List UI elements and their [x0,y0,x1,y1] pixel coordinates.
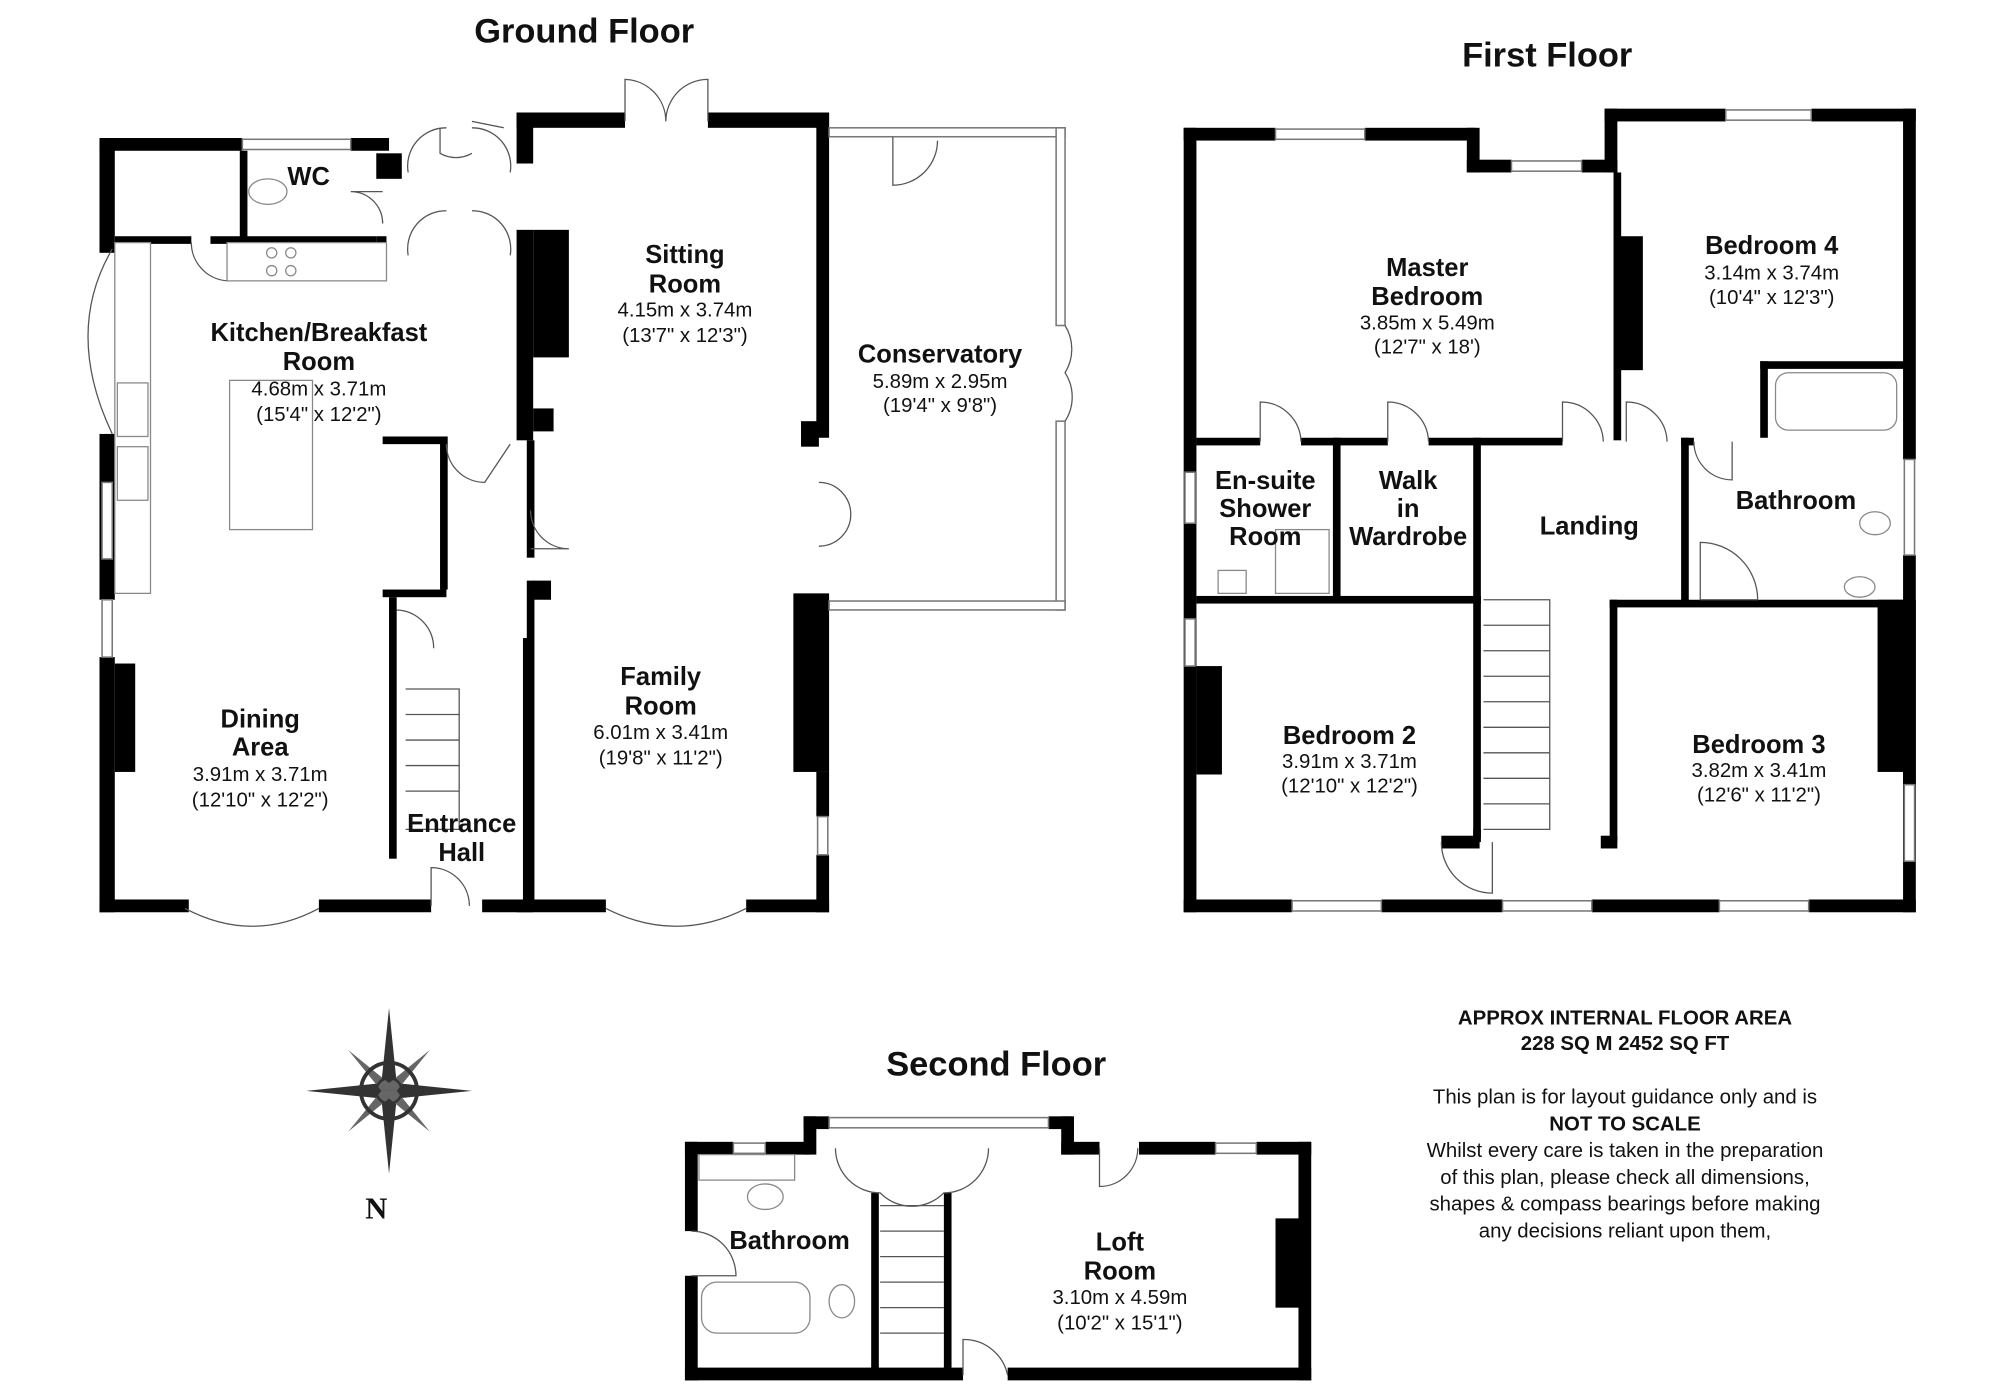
room-label-sitting: Sitting [645,241,724,269]
room-imperial-bedroom3: (12'6" x 11'2") [1697,784,1821,806]
room-label-dining: Dining [221,705,300,733]
room-label-entrance: Entrance [407,810,516,838]
room-label-wc: WC [287,163,329,191]
room-label-ensuite: En-suite [1215,467,1316,495]
room-metric-family: 6.01m x 3.41m [593,722,728,744]
compass-rose-icon [306,1007,472,1174]
disclaimer-line-1: This plan is for layout guidance only an… [1433,1087,1817,1109]
room-imperial-conservatory: (19'4" x 9'8") [883,395,997,417]
room-imperial-sitting: (13'7" x 12'3") [622,325,747,347]
room-label-landing: Landing [1540,513,1639,541]
room-imperial-dining: (12'10" x 12'2") [192,789,329,811]
ground-floor-walls [99,112,830,913]
room-imperial-bedroom4: (10'4" x 12'3") [1709,287,1834,309]
second-floor-walls [684,1116,1312,1381]
room-metric-loft: 3.10m x 4.59m [1052,1287,1187,1309]
room-label-conservatory: Conservatory [858,341,1023,369]
room-label-kitchen-2: Room [283,348,355,376]
room-metric-dining: 3.91m x 3.71m [193,764,328,786]
compass-north-label: N [365,1191,387,1225]
room-metric-conservatory: 5.89m x 2.95m [873,371,1008,393]
area-heading: APPROX INTERNAL FLOOR AREA [1458,1007,1792,1029]
not-to-scale: NOT TO SCALE [1549,1113,1700,1135]
room-label-bathroom-first: Bathroom [1736,487,1856,515]
room-metric-bedroom4: 3.14m x 3.74m [1704,263,1839,285]
room-label-bedroom3: Bedroom 3 [1692,731,1825,759]
room-label-dining-2: Area [232,733,290,761]
room-label-master: Master [1386,254,1468,282]
room-metric-sitting: 4.15m x 3.74m [618,300,753,322]
room-label-entrance-2: Hall [438,839,485,867]
room-label-wardrobe-2: in [1397,495,1420,523]
room-label-bedroom2: Bedroom 2 [1283,722,1416,750]
room-label-sitting-2: Room [649,270,721,298]
room-metric-master: 3.85m x 5.49m [1360,312,1495,334]
first-floor: First Floor [1183,37,1916,913]
room-label-ensuite-2: Shower [1219,495,1311,523]
room-label-bedroom4: Bedroom 4 [1705,232,1839,260]
second-floor-title: Second Floor [886,1046,1106,1084]
room-label-kitchen: Kitchen/Breakfast [210,319,427,347]
ground-floor-labels: WC Kitchen/Breakfast Room 4.68m x 3.71m … [192,163,1023,867]
room-label-family: Family [620,663,702,691]
disclaimer-line-4: shapes & compass bearings before making [1429,1194,1820,1216]
room-imperial-bedroom2: (12'10" x 12'2") [1281,775,1418,797]
room-label-bathroom-second: Bathroom [729,1227,849,1255]
disclaimer-line-2: Whilst every care is taken in the prepar… [1427,1140,1824,1162]
room-imperial-family: (19'8" x 11'2") [599,747,723,769]
room-imperial-loft: (10'2" x 15'1") [1057,1312,1182,1334]
room-metric-bedroom3: 3.82m x 3.41m [1691,760,1826,782]
room-label-wardrobe-3: Wardrobe [1349,523,1467,551]
room-label-loft: Loft [1096,1228,1145,1256]
disclaimer-line-5: any decisions reliant upon them, [1479,1221,1771,1243]
first-floor-title: First Floor [1462,37,1632,75]
ground-floor-windows-doors [87,78,1073,927]
room-label-family-2: Room [625,693,697,721]
ground-floor-title: Ground Floor [474,12,694,50]
room-label-loft-2: Room [1084,1258,1156,1286]
room-label-ensuite-3: Room [1229,523,1301,551]
room-label-wardrobe: Walk [1379,467,1438,495]
first-floor-labels: Master Bedroom 3.85m x 5.49m (12'7" x 18… [1215,232,1856,806]
first-floor-windows-doors [1184,109,1916,912]
room-imperial-master: (12'7" x 18') [1374,337,1481,359]
second-floor: Second Floor [684,1046,1312,1381]
second-floor-labels: Bathroom Loft Room 3.10m x 4.59m (10'2" … [729,1227,1187,1334]
disclaimer-line-3: of this plan, please check all dimension… [1440,1167,1810,1189]
room-metric-kitchen: 4.68m x 3.71m [251,379,386,401]
room-metric-bedroom2: 3.91m x 3.71m [1282,751,1417,773]
floor-area-notes: APPROX INTERNAL FLOOR AREA 228 SQ M 2452… [1427,1007,1824,1242]
first-floor-walls [1183,108,1916,913]
area-value: 228 SQ M 2452 SQ FT [1521,1033,1730,1055]
room-label-master-2: Bedroom [1371,283,1483,311]
room-imperial-kitchen: (15'4" x 12'2") [256,404,381,426]
second-floor-windows-doors [691,1116,1258,1376]
ground-floor: Ground Floor [87,12,1073,927]
